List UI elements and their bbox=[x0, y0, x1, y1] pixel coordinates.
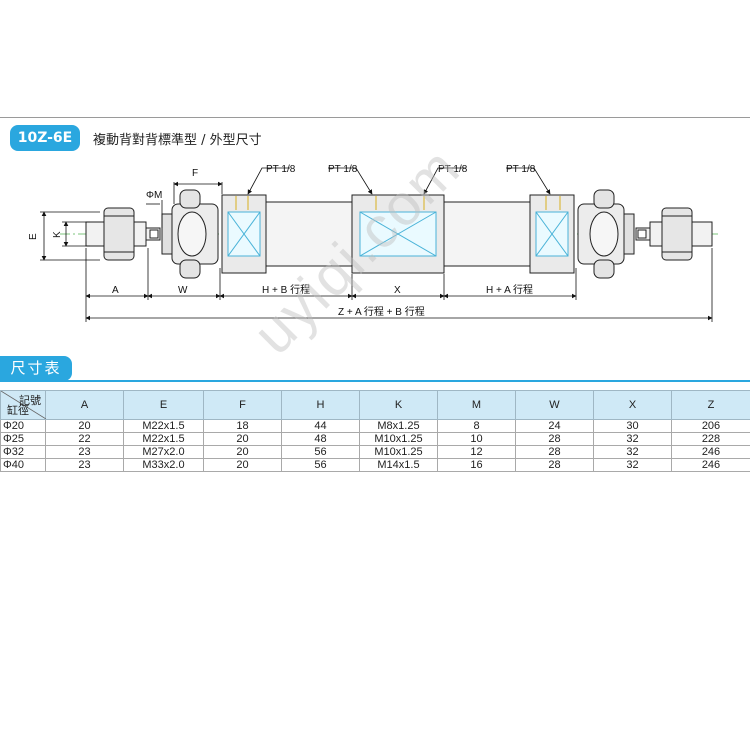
table-cell: 20 bbox=[203, 445, 282, 459]
table-cell: M10x1.25 bbox=[359, 445, 438, 459]
table-cell: M33x2.0 bbox=[123, 458, 204, 472]
column-header: Z bbox=[671, 390, 750, 420]
table-cell: 32 bbox=[593, 445, 672, 459]
table-row: Φ20 20 M22x1.5 18 44 M8x1.25 8 24 30 206 bbox=[0, 419, 750, 433]
column-header: K bbox=[359, 390, 438, 420]
section-divider bbox=[0, 380, 750, 382]
table-cell: 22 bbox=[45, 432, 124, 446]
dim-a-label: A bbox=[112, 285, 119, 296]
table-row: Φ25 22 M22x1.5 20 48 M10x1.25 10 28 32 2… bbox=[0, 432, 750, 446]
table-header-row: 記號 缸徑 A E F H K M W X Z bbox=[0, 390, 750, 420]
dim-total-label: Z + A 行程 + B 行程 bbox=[338, 305, 425, 318]
table-cell: 28 bbox=[515, 458, 594, 472]
table-cell: M14x1.5 bbox=[359, 458, 438, 472]
table-cell: 8 bbox=[437, 419, 516, 433]
column-header: A bbox=[45, 390, 124, 420]
table-cell: 228 bbox=[671, 432, 750, 446]
table-row: Φ32 23 M27x2.0 20 56 M10x1.25 12 28 32 2… bbox=[0, 445, 750, 459]
table-cell: 32 bbox=[593, 432, 672, 446]
section-title: 尺寸表 bbox=[0, 356, 72, 381]
table-cell: 246 bbox=[671, 445, 750, 459]
table-cell: 12 bbox=[437, 445, 516, 459]
corner-bore-label: 缸徑 bbox=[7, 405, 29, 417]
table-row: Φ40 23 M33x2.0 20 56 M14x1.5 16 28 32 24… bbox=[0, 458, 750, 472]
bore-cell: Φ40 bbox=[0, 458, 46, 472]
table-cell: 56 bbox=[281, 445, 360, 459]
table-cell: 32 bbox=[593, 458, 672, 472]
table-cell: 48 bbox=[281, 432, 360, 446]
pt-port-label-1: PT 1/8 bbox=[266, 164, 296, 175]
table-cell: M27x2.0 bbox=[123, 445, 204, 459]
table-cell: 56 bbox=[281, 458, 360, 472]
dim-x-label: X bbox=[394, 285, 401, 296]
dimension-lines bbox=[40, 181, 713, 322]
bore-cell: Φ20 bbox=[0, 419, 46, 433]
leader-lines bbox=[247, 167, 551, 195]
table-cell: 10 bbox=[437, 432, 516, 446]
table-cell: 28 bbox=[515, 445, 594, 459]
pt-port-label-3: PT 1/8 bbox=[438, 164, 468, 175]
dim-phi-m-label: ΦM bbox=[146, 190, 162, 201]
dimension-table: 記號 缸徑 A E F H K M W X Z Φ20 20 M22x1.5 1… bbox=[0, 390, 750, 472]
right-rod-end bbox=[577, 189, 713, 279]
dim-w-label: W bbox=[178, 285, 188, 296]
pt-port-label-2: PT 1/8 bbox=[328, 164, 358, 175]
pt-port-label-4: PT 1/8 bbox=[506, 164, 536, 175]
table-corner-cell: 記號 缸徑 bbox=[0, 390, 46, 420]
dim-h-a-label: H + A 行程 bbox=[486, 283, 533, 296]
corner-symbol-label: 記號 bbox=[19, 395, 41, 407]
bore-cell: Φ32 bbox=[0, 445, 46, 459]
table-cell: M10x1.25 bbox=[359, 432, 438, 446]
drawing-title: 複動背對背標準型 / 外型尺寸 bbox=[93, 133, 262, 148]
dim-h-b-label: H + B 行程 bbox=[262, 283, 310, 296]
table-cell: 206 bbox=[671, 419, 750, 433]
left-rod-end bbox=[85, 189, 219, 279]
column-header: X bbox=[593, 390, 672, 420]
table-cell: 18 bbox=[203, 419, 282, 433]
table-cell: 24 bbox=[515, 419, 594, 433]
table-cell: 23 bbox=[45, 445, 124, 459]
cylinder-drawing: PT 1/8 PT 1/8 PT 1/8 PT 1/8 E K ΦM F A W… bbox=[28, 164, 720, 322]
dim-f-label: F bbox=[192, 168, 198, 179]
table-cell: 16 bbox=[437, 458, 516, 472]
table-cell: 20 bbox=[203, 458, 282, 472]
dim-k-label: K bbox=[52, 231, 63, 238]
table-cell: 20 bbox=[203, 432, 282, 446]
table-cell: 246 bbox=[671, 458, 750, 472]
model-badge: 10Z-6E bbox=[10, 125, 80, 151]
table-cell: 20 bbox=[45, 419, 124, 433]
table-cell: M8x1.25 bbox=[359, 419, 438, 433]
column-header: F bbox=[203, 390, 282, 420]
table-cell: 28 bbox=[515, 432, 594, 446]
column-header: H bbox=[281, 390, 360, 420]
cylinder-body bbox=[221, 194, 575, 274]
table-cell: 23 bbox=[45, 458, 124, 472]
column-header: E bbox=[123, 390, 204, 420]
table-cell: 30 bbox=[593, 419, 672, 433]
column-header: M bbox=[437, 390, 516, 420]
table-cell: 44 bbox=[281, 419, 360, 433]
bore-cell: Φ25 bbox=[0, 432, 46, 446]
top-divider bbox=[0, 117, 750, 118]
dim-e-label: E bbox=[28, 233, 39, 240]
column-header: W bbox=[515, 390, 594, 420]
table-cell: M22x1.5 bbox=[123, 419, 204, 433]
table-cell: M22x1.5 bbox=[123, 432, 204, 446]
